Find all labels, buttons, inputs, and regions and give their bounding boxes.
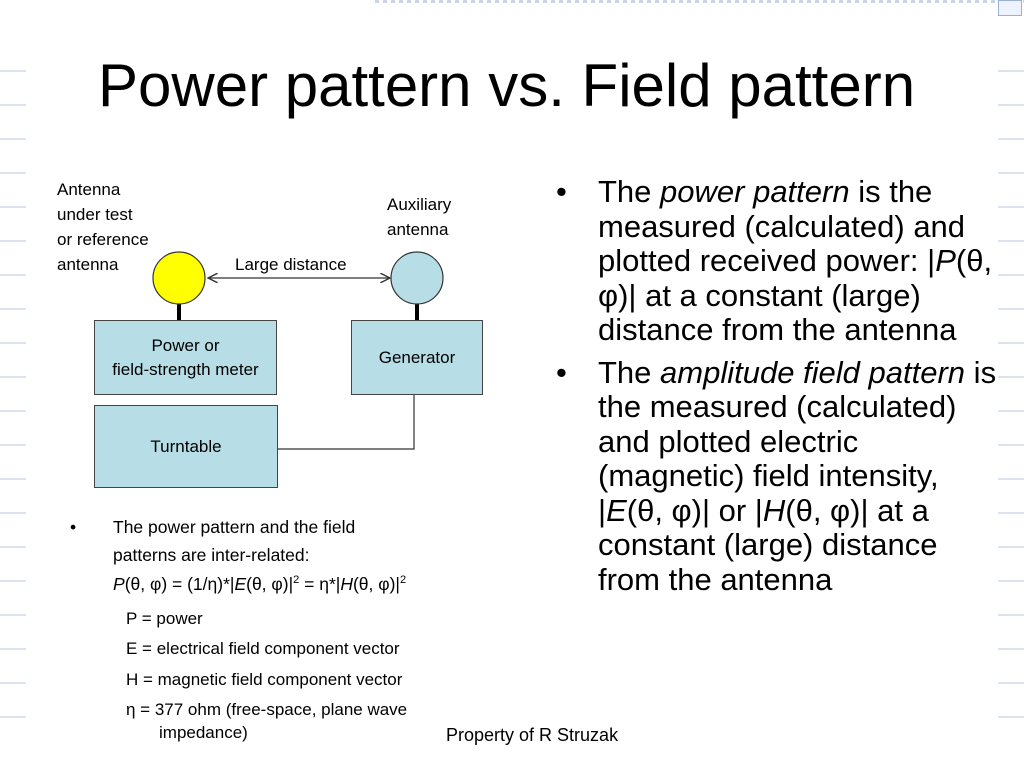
- b1-p: P: [935, 243, 956, 278]
- relation-line-2: patterns are inter-related:: [113, 545, 310, 565]
- generator-turntable-link: [278, 394, 415, 450]
- b1-the: The: [598, 174, 661, 209]
- label-large-distance: Large distance: [235, 255, 347, 274]
- b2-the: The: [598, 354, 661, 390]
- eq-part-a: (θ, φ) = (1/η)*|: [124, 574, 235, 594]
- b2-text-3: (θ, φ)| at a constant (large) distance f…: [598, 492, 938, 597]
- relation-equation: P(θ, φ) = (1/η)*|E(θ, φ)|2 = η*|H(θ, φ)|…: [113, 574, 406, 595]
- eq-part-d: (θ, φ)|: [352, 574, 400, 594]
- right-bullet-list: • The power pattern is the measured (cal…: [554, 174, 1004, 605]
- eq-part-b: (θ, φ)|: [246, 574, 294, 594]
- bullet-power-pattern: • The power pattern is the measured (cal…: [554, 174, 1004, 348]
- top-border-decoration: [375, 0, 1024, 3]
- bullet-marker: •: [556, 354, 567, 390]
- footer-credit: Property of R Struzak: [446, 725, 619, 745]
- definition-e: E = electrical field component vector: [126, 639, 400, 658]
- box-turntable: Turntable: [94, 405, 278, 488]
- slide-title: Power pattern vs. Field pattern: [98, 52, 916, 119]
- eq-h: H: [340, 574, 353, 594]
- b2-text-2: (θ, φ)| or |: [626, 492, 763, 528]
- diagram-connectors: [152, 251, 444, 450]
- auxiliary-antenna-icon: [390, 251, 444, 305]
- eq-e: E: [234, 574, 247, 594]
- relation-line-1: The power pattern and the field: [113, 517, 356, 537]
- eq-sup-1: 2: [293, 574, 300, 587]
- b1-term: power pattern: [660, 174, 850, 209]
- measurement-diagram: Antenna under test or reference antenna …: [50, 175, 500, 505]
- b2-h: H: [762, 492, 786, 528]
- eq-sup-2: 2: [399, 574, 407, 587]
- bullet-field-pattern: • The amplitude field pattern is the mea…: [554, 354, 1004, 598]
- b2-text-1: is the measured (calculated) and plotted…: [598, 354, 997, 528]
- label-antenna-under-test: Antenna under test or reference antenna: [57, 180, 149, 274]
- eq-part-c: = η*|: [299, 574, 341, 594]
- definition-h: H = magnetic field component vector: [126, 670, 403, 689]
- definition-eta: η = 377 ohm (free-space, plane wave: [126, 700, 408, 719]
- definition-p: P = power: [126, 609, 203, 628]
- b1-text-1: is the measured (calculated) and plotted…: [598, 174, 966, 278]
- label-auxiliary-antenna: Auxiliary antenna: [387, 195, 452, 239]
- b2-term: amplitude field pattern: [660, 354, 966, 390]
- antenna-under-test-icon: [152, 251, 206, 305]
- bullet-marker: •: [556, 174, 567, 209]
- box-generator: Generator: [351, 320, 483, 395]
- box-power-meter: Power or field-strength meter: [94, 320, 277, 395]
- b2-e: E: [606, 492, 627, 528]
- bullet-marker: •: [70, 517, 77, 537]
- right-border-decoration: [998, 38, 1024, 738]
- b1-text-2: (θ, φ)| at a constant (large) distance f…: [598, 243, 993, 347]
- eq-p: P: [113, 574, 125, 594]
- definition-eta-cont: impedance): [159, 723, 248, 742]
- corner-square-decoration: [998, 0, 1022, 16]
- left-border-decoration: [0, 38, 26, 738]
